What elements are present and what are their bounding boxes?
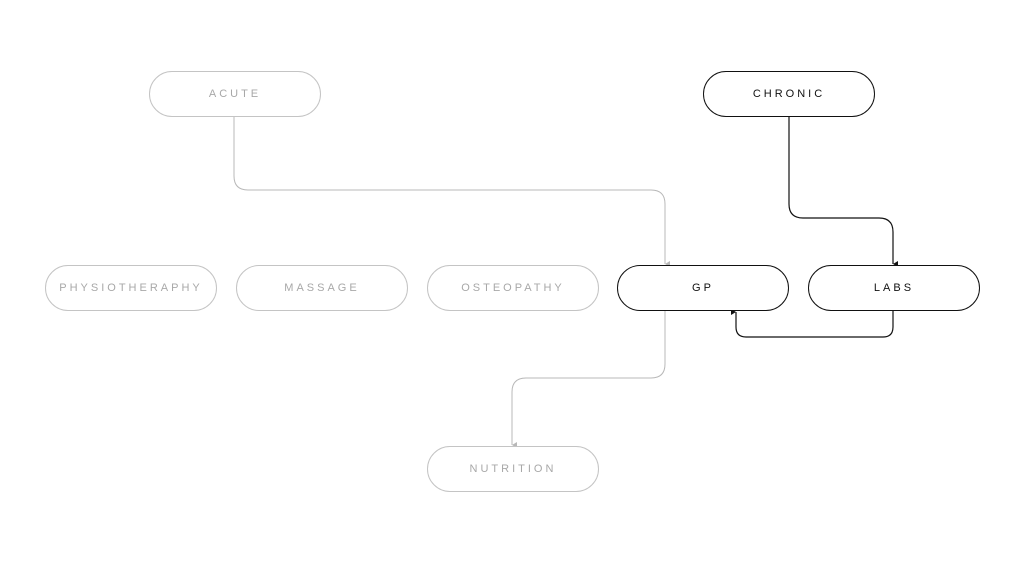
node-labs[interactable]: LABS	[808, 265, 980, 311]
node-label: CHRONIC	[752, 88, 826, 100]
node-massage[interactable]: MASSAGE	[236, 265, 408, 311]
node-acute[interactable]: ACUTE	[149, 71, 321, 117]
node-label: PHYSIOTHERAPHY	[59, 282, 203, 294]
node-physiotherapy[interactable]: PHYSIOTHERAPHY	[45, 265, 217, 311]
node-label: NUTRITION	[469, 463, 557, 475]
node-gp[interactable]: GP	[617, 265, 789, 311]
node-label: GP	[692, 282, 714, 294]
edge-acute-gp	[233, 116, 670, 267]
edge-chronic-labs	[788, 116, 898, 267]
node-label: LABS	[873, 282, 915, 294]
node-label: ACUTE	[208, 88, 262, 100]
node-osteopathy[interactable]: OSTEOPATHY	[427, 265, 599, 311]
node-chronic[interactable]: CHRONIC	[703, 71, 875, 117]
edge-labs-gp	[731, 309, 894, 338]
node-label: MASSAGE	[284, 282, 360, 294]
node-nutrition[interactable]: NUTRITION	[427, 446, 599, 492]
node-label: OSTEOPATHY	[461, 282, 565, 294]
edge-gp-nutrition	[511, 311, 666, 448]
